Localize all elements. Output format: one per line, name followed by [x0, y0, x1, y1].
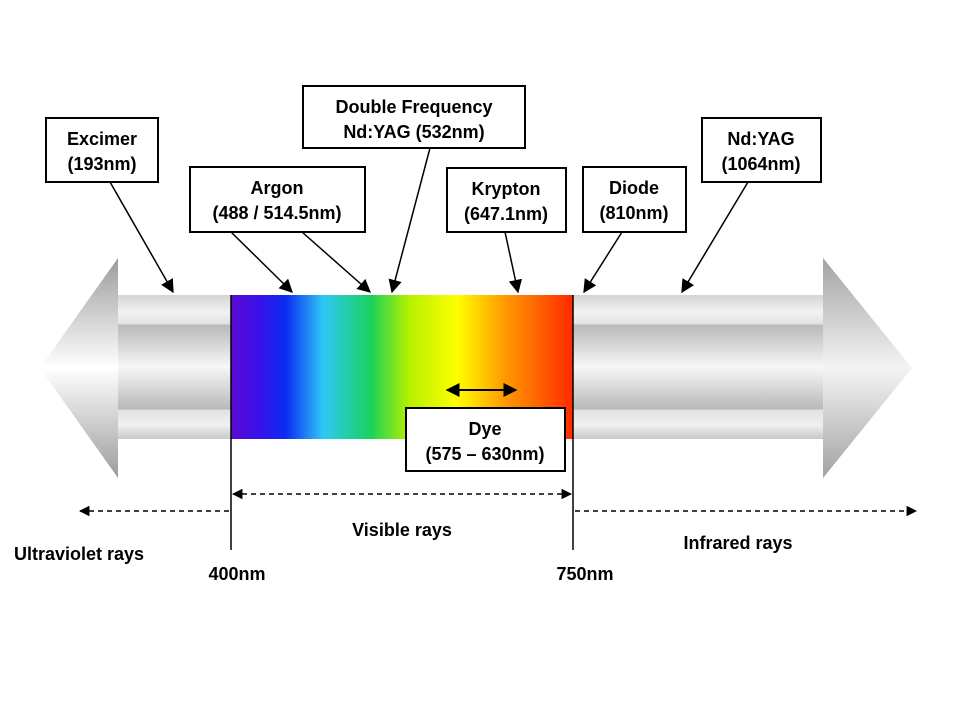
label-ndyag: Nd:YAG (1064nm)	[701, 117, 822, 183]
visible-label: Visible rays	[352, 520, 452, 540]
right-arrowhead	[823, 258, 912, 478]
label-dye: Dye (575 – 630nm)	[405, 407, 566, 472]
excimer-wavelength: (193nm)	[67, 154, 136, 174]
diode-name: Diode	[609, 178, 659, 198]
pointer-ndyag	[681, 181, 749, 294]
pointer-argon-514	[301, 231, 372, 293]
pointer-excimer	[109, 181, 174, 294]
ndyag-wavelength: (1064nm)	[721, 154, 800, 174]
excimer-name: Excimer	[67, 129, 137, 149]
label-argon: Argon (488 / 514.5nm)	[189, 166, 366, 233]
laser-pointers	[109, 147, 749, 294]
ndyag-name: Nd:YAG	[727, 129, 794, 149]
krypton-name: Krypton	[472, 179, 541, 199]
diode-wavelength: (810nm)	[599, 203, 668, 223]
tube-right-section	[573, 295, 823, 439]
label-excimer: Excimer (193nm)	[45, 117, 159, 183]
double-frequency-name: Double Frequency	[335, 97, 492, 117]
argon-name: Argon	[251, 178, 304, 198]
boundary-label-400: 400nm	[208, 564, 265, 584]
boundary-label-750: 750nm	[556, 564, 613, 584]
pointer-diode	[583, 231, 623, 294]
spectrum-tube	[40, 258, 912, 478]
label-krypton: Krypton (647.1nm)	[446, 167, 567, 233]
dye-name: Dye	[468, 419, 501, 439]
pointer-krypton	[504, 231, 523, 294]
krypton-wavelength: (647.1nm)	[464, 204, 548, 224]
double-frequency-wavelength: Nd:YAG (532nm)	[343, 122, 484, 142]
label-diode: Diode (810nm)	[582, 166, 687, 233]
label-double-frequency: Double Frequency Nd:YAG (532nm)	[302, 85, 526, 149]
infrared-label: Infrared rays	[683, 533, 792, 553]
argon-wavelength: (488 / 514.5nm)	[212, 203, 341, 223]
pointer-double-frequency	[388, 147, 431, 294]
left-arrowhead	[40, 258, 118, 478]
tube-left-section	[118, 295, 232, 439]
ultraviolet-label: Ultraviolet rays	[14, 544, 144, 564]
pointer-argon-488	[230, 231, 293, 293]
region-arrows	[78, 488, 918, 517]
dye-wavelength: (575 – 630nm)	[425, 444, 544, 464]
